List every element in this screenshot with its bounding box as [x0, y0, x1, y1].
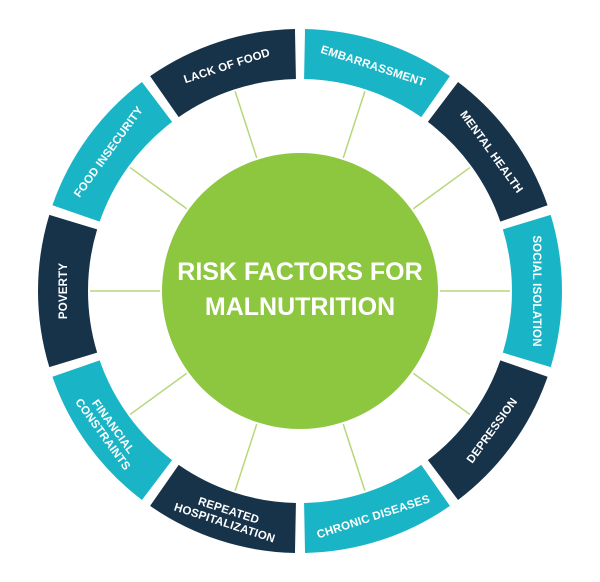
ring-segment	[52, 360, 173, 500]
spoke-line	[234, 423, 258, 491]
ring-segment	[427, 82, 548, 222]
ring-segment	[304, 464, 450, 553]
ring-segment	[37, 214, 98, 368]
spoke-line	[234, 91, 258, 159]
spoke-line	[412, 166, 471, 210]
spoke-line	[342, 423, 366, 491]
segment-label: SOCIAL ISOLATION	[530, 235, 542, 346]
ring-segment	[52, 82, 173, 222]
spoke-line	[129, 166, 188, 210]
center-title-line-2: MALNUTRITION	[205, 293, 395, 321]
spoke-line	[412, 372, 471, 416]
spoke-line	[129, 372, 188, 416]
ring-segment	[502, 214, 562, 368]
spoke-line	[342, 91, 366, 159]
ring-segment	[304, 29, 450, 118]
center-circle	[162, 153, 438, 429]
ring-segment	[150, 464, 296, 553]
segment-label: POVERTY	[58, 263, 70, 319]
center-title-line-1: RISK FACTORS FOR	[177, 258, 422, 286]
spokes	[90, 91, 510, 491]
ring-segment	[427, 360, 548, 500]
ring-segment	[150, 29, 296, 118]
